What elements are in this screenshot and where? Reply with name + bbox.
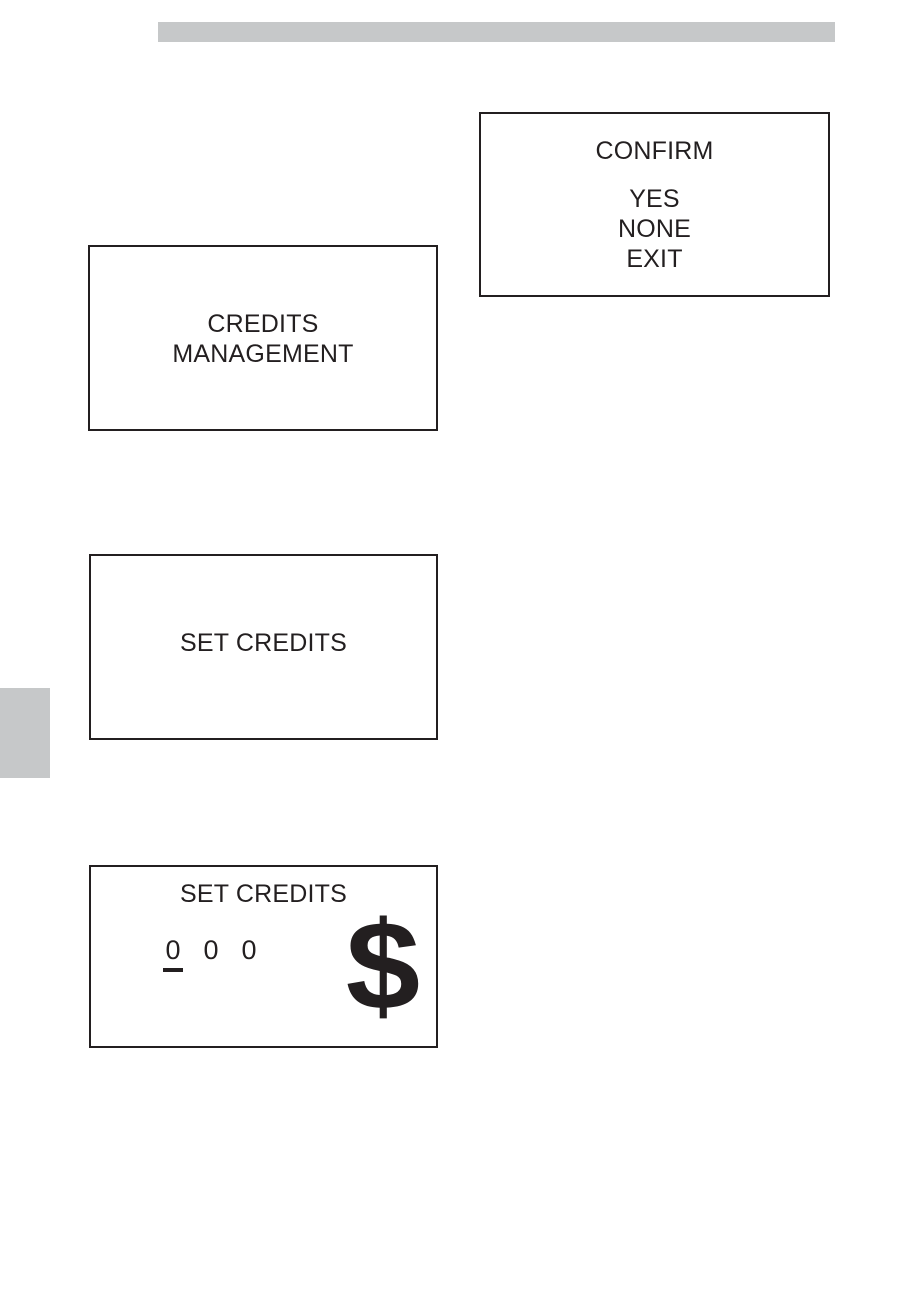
set-credits-heading: SET CREDITS — [179, 629, 348, 657]
header-rule — [158, 22, 835, 42]
confirm-option-exit[interactable]: EXIT — [626, 245, 683, 273]
confirm-title: CONFIRM — [595, 137, 714, 165]
credits-digit-1[interactable]: 0 — [163, 935, 183, 972]
confirm-option-yes[interactable]: YES — [629, 185, 680, 213]
credits-digit-3[interactable]: 0 — [241, 935, 257, 965]
lcd-screen-confirm: CONFIRM YES NONE EXIT — [479, 112, 830, 297]
confirm-option-none[interactable]: NONE — [617, 215, 692, 243]
lcd-screen-set-credits: SET CREDITS — [89, 554, 438, 740]
credits-digit-2[interactable]: 0 — [203, 935, 219, 965]
credits-management-line-2: MANAGEMENT — [172, 340, 354, 368]
confirm-option-list: YES NONE EXIT — [481, 184, 828, 274]
credits-management-heading: CREDITS MANAGEMENT — [90, 309, 436, 369]
credits-management-line-1: CREDITS — [207, 310, 319, 338]
lcd-screen-credits-management: CREDITS MANAGEMENT — [88, 245, 438, 431]
dollar-sign-icon: $ — [345, 895, 420, 1036]
set-credits-entry-title: SET CREDITS — [179, 880, 348, 908]
page-edge-tab — [0, 688, 50, 778]
